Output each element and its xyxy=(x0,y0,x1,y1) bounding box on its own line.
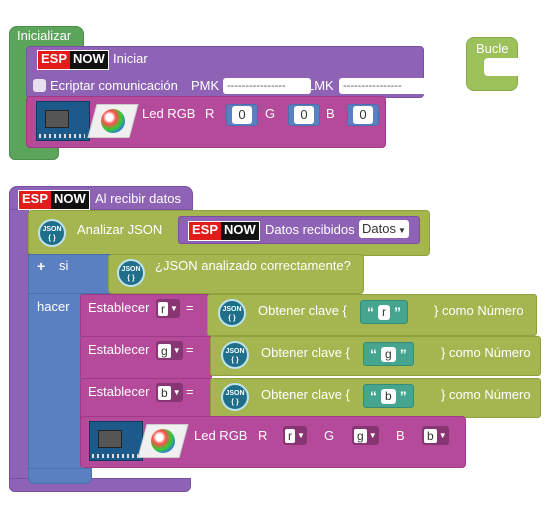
init-hat-top xyxy=(9,26,84,48)
if-block-top xyxy=(28,254,112,294)
as-number-label: } como Número xyxy=(441,345,531,360)
b-label: B xyxy=(326,106,335,121)
r-number-field[interactable]: 0 xyxy=(232,106,252,124)
g-variable[interactable]: g▼ xyxy=(352,426,379,445)
led-rgb-label: Led RGB xyxy=(194,428,248,443)
key-string-field[interactable]: g xyxy=(381,346,396,362)
iniciar-label: Iniciar xyxy=(113,51,148,66)
board-icon xyxy=(36,101,90,141)
set-label: Establecer xyxy=(88,342,150,357)
led-rgb-label: Led RGB xyxy=(142,106,196,121)
as-number-label: } como Número xyxy=(441,387,531,402)
g-number-field[interactable]: 0 xyxy=(294,106,314,124)
loop-label: Bucle xyxy=(476,41,509,56)
key-string-field[interactable]: r xyxy=(378,304,390,320)
parse-json-label: Analizar JSON xyxy=(77,222,163,237)
equals-label: = xyxy=(186,384,194,399)
r-label: R xyxy=(258,428,268,443)
get-key-label: Obtener clave { xyxy=(258,303,347,318)
encrypt-label: Ecriptar comunicación xyxy=(50,78,178,93)
set-variable-block[interactable] xyxy=(80,378,212,422)
g-label: G xyxy=(324,428,335,443)
if-block-bottom xyxy=(28,468,92,484)
json-icon: JSON{ } xyxy=(221,383,249,411)
if-label: si xyxy=(59,258,69,273)
json-icon: JSON{ } xyxy=(218,299,246,327)
received-data-label: Datos recibidos xyxy=(265,222,355,237)
g-label: G xyxy=(265,106,276,121)
b-variable[interactable]: b▼ xyxy=(422,426,449,445)
set-variable-block[interactable] xyxy=(80,294,212,338)
get-key-label: Obtener clave { xyxy=(261,345,350,360)
receive-hat-label: Al recibir datos xyxy=(95,191,181,206)
equals-label: = xyxy=(186,300,194,315)
init-hat-label: Inicializar xyxy=(17,28,72,43)
equals-label: = xyxy=(186,342,194,357)
json-icon: JSON{ } xyxy=(117,259,145,287)
pmk-field[interactable]: ---------------- xyxy=(223,78,311,94)
r-variable[interactable]: r▼ xyxy=(283,426,307,445)
key-string-block[interactable]: “r” xyxy=(360,300,408,324)
do-label: hacer xyxy=(37,299,70,314)
json-icon: JSON{ } xyxy=(38,219,66,247)
json-ok-block[interactable] xyxy=(108,254,364,294)
if-gear-icon[interactable]: + xyxy=(37,258,46,274)
get-key-label: Obtener clave { xyxy=(261,387,350,402)
data-dropdown[interactable]: Datos▼ xyxy=(359,220,409,238)
r-label: R xyxy=(205,106,215,121)
encrypt-checkbox[interactable] xyxy=(33,79,46,92)
loop-notch xyxy=(484,58,518,76)
receive-hat-block[interactable] xyxy=(9,186,29,492)
lmk-field[interactable]: ---------------- xyxy=(339,78,427,94)
json-icon: JSON{ } xyxy=(221,341,249,369)
b-label: B xyxy=(396,428,405,443)
lmk-label: LMK xyxy=(307,78,334,93)
board-icon xyxy=(89,421,143,461)
key-string-block[interactable]: “g” xyxy=(363,342,414,366)
pmk-label: PMK xyxy=(191,78,220,93)
set-variable-dropdown[interactable]: g▼ xyxy=(156,341,183,360)
json-ok-label: ¿JSON analizado correctamente? xyxy=(155,258,351,273)
set-variable-dropdown[interactable]: b▼ xyxy=(156,383,183,402)
key-string-field[interactable]: b xyxy=(381,388,396,404)
b-number-field[interactable]: 0 xyxy=(353,106,373,124)
set-variable-dropdown[interactable]: r▼ xyxy=(156,299,180,318)
key-string-block[interactable]: “b” xyxy=(363,384,414,408)
set-label: Establecer xyxy=(88,300,150,315)
as-number-label: } como Número xyxy=(434,303,524,318)
set-label: Establecer xyxy=(88,384,150,399)
